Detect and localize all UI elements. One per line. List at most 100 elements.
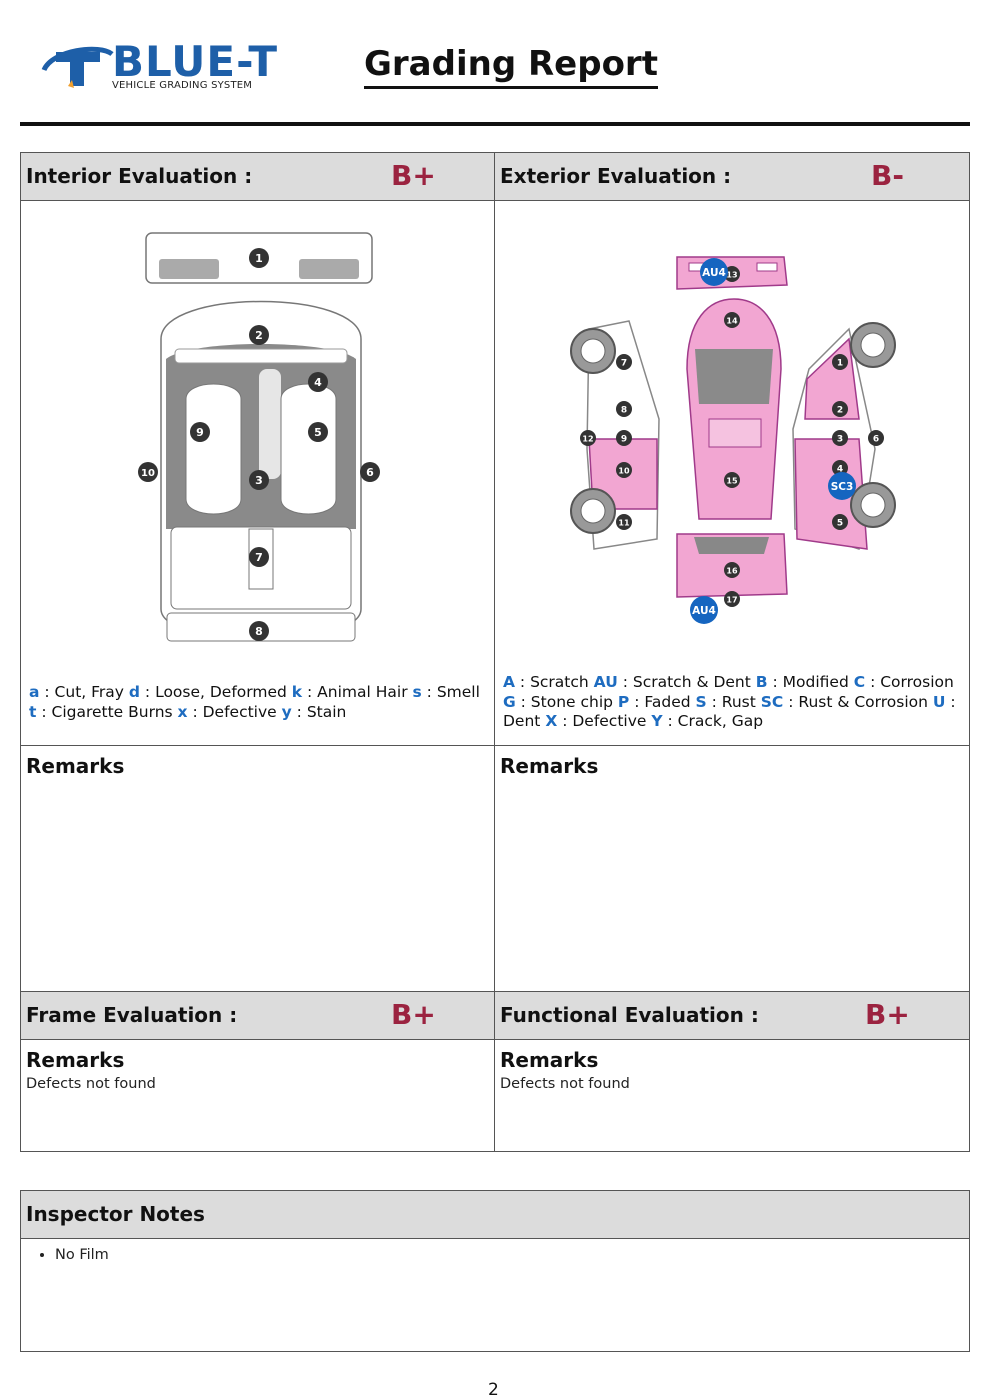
legend-code: AU xyxy=(593,673,618,691)
interior-marker-7-label: 7 xyxy=(255,551,263,564)
legend-desc: : Loose, Deformed xyxy=(140,683,292,701)
exterior-grade: B- xyxy=(871,159,904,192)
interior-marker-10-label: 10 xyxy=(141,468,155,479)
legend-code: a xyxy=(29,683,40,701)
header-divider xyxy=(20,122,970,126)
legend-desc: : Defective xyxy=(187,702,282,721)
inspector-notes-list: No Film xyxy=(21,1247,109,1263)
brand-logo xyxy=(40,40,290,96)
exterior-marker-11: 11 xyxy=(615,513,633,535)
functional-header: Functional Evaluation : B+ xyxy=(495,992,969,1040)
legend-desc: : Cut, Fray xyxy=(39,683,129,701)
legend-desc: : Scratch xyxy=(515,673,594,691)
interior-marker-5: 5 xyxy=(307,421,329,447)
interior-marker-4: 4 xyxy=(307,371,329,397)
exterior-marker-8-label: 8 xyxy=(621,406,627,416)
exterior-marker-14: 14 xyxy=(723,311,741,333)
exterior-marker-17-label: 17 xyxy=(726,596,737,605)
interior-marker-9: 9 xyxy=(189,421,211,447)
exterior-marker-16-label: 16 xyxy=(726,567,738,576)
exterior-marker-7: 7 xyxy=(615,353,633,375)
exterior-remarks-label: Remarks xyxy=(500,754,599,778)
exterior-marker-5: 5 xyxy=(831,513,849,535)
legend-code: G xyxy=(503,692,516,711)
frame-remarks-label: Remarks xyxy=(26,1048,125,1072)
frame-header: Frame Evaluation : B+ xyxy=(21,992,494,1040)
legend-desc: : Crack, Gap xyxy=(662,712,764,730)
legend-code: C xyxy=(853,673,866,691)
exterior-label: Exterior Evaluation : xyxy=(500,164,732,188)
exterior-marker-10-label: 10 xyxy=(618,467,630,476)
interior-legend: a : Cut, Fray d : Loose, Deformed k : An… xyxy=(29,683,489,722)
interior-marker-3-label: 3 xyxy=(255,474,263,487)
exterior-marker-3: 3 xyxy=(831,429,849,451)
legend-code: B xyxy=(755,673,768,691)
frame-remarks-text: Defects not found xyxy=(26,1076,156,1092)
legend-code: y xyxy=(281,702,292,721)
interior-marker-6: 6 xyxy=(359,461,381,487)
exterior-marker-11-label: 11 xyxy=(618,519,630,528)
inspector-notes-section: Inspector Notes No Film xyxy=(20,1190,970,1352)
interior-marker-8: 8 xyxy=(248,620,270,646)
legend-code: P xyxy=(617,692,630,711)
exterior-marker-2: 2 xyxy=(831,400,849,422)
functional-section: Functional Evaluation : B+ Remarks Defec… xyxy=(494,991,970,1152)
interior-remarks-box: Remarks xyxy=(20,745,495,992)
exterior-marker-13-label: 13 xyxy=(726,271,737,280)
exterior-marker-3-label: 3 xyxy=(837,435,843,445)
legend-desc: : Smell xyxy=(421,683,480,701)
page-number: 2 xyxy=(488,1380,499,1400)
exterior-marker-7-label: 7 xyxy=(621,359,627,369)
exterior-marker-17: 17 xyxy=(723,590,741,612)
logo-name: BLUE-T xyxy=(112,37,278,86)
legend-code: t xyxy=(29,702,37,721)
exterior-marker-1: 1 xyxy=(831,353,849,375)
legend-desc: : Dent xyxy=(503,692,956,731)
functional-remarks-label: Remarks xyxy=(500,1048,599,1072)
legend-desc: : Stone chip xyxy=(515,692,618,711)
interior-remarks-label: Remarks xyxy=(26,754,125,778)
damage-marker-front: AU4 xyxy=(699,257,729,291)
interior-marker-7: 7 xyxy=(248,546,270,572)
interior-label: Interior Evaluation : xyxy=(26,164,253,188)
damage-marker-right-side-label: SC3 xyxy=(831,481,854,493)
interior-marker-8-label: 8 xyxy=(255,625,263,638)
interior-header: Interior Evaluation : B+ xyxy=(21,153,494,201)
logo-t-icon xyxy=(41,46,114,88)
interior-marker-4-label: 4 xyxy=(314,376,322,389)
exterior-marker-13: 13 xyxy=(723,265,741,287)
exterior-marker-1-label: 1 xyxy=(837,359,843,369)
legend-code: k xyxy=(291,683,303,701)
exterior-remarks-box: Remarks xyxy=(494,745,970,992)
legend-desc: : Cigarette Burns xyxy=(36,702,178,721)
exterior-marker-14-label: 14 xyxy=(726,317,738,326)
exterior-legend: A : Scratch AU : Scratch & Dent B : Modi… xyxy=(503,673,965,732)
legend-code: S xyxy=(695,692,707,711)
exterior-section: Exterior Evaluation : B- 1 2 3 4 5 6 xyxy=(494,152,970,746)
inspector-notes-header: Inspector Notes xyxy=(21,1191,969,1239)
exterior-marker-4: 4 xyxy=(831,459,849,481)
legend-desc: : Modified xyxy=(767,673,854,691)
logo-subtitle: VEHICLE GRADING SYSTEM xyxy=(112,80,253,91)
legend-desc: : Stain xyxy=(291,702,347,721)
frame-grade: B+ xyxy=(391,998,436,1031)
legend-desc: : Defective xyxy=(557,712,652,730)
interior-marker-10: 10 xyxy=(137,461,159,487)
exterior-marker-10: 10 xyxy=(615,461,633,483)
legend-code: x xyxy=(177,702,188,721)
damage-marker-front-label: AU4 xyxy=(702,267,726,279)
legend-code: Y xyxy=(651,712,663,730)
damage-marker-rear: AU4 xyxy=(689,595,719,629)
frame-label: Frame Evaluation : xyxy=(26,1003,238,1027)
exterior-marker-6-label: 6 xyxy=(873,435,879,445)
functional-grade: B+ xyxy=(865,998,910,1031)
page-title: Grading Report xyxy=(364,44,658,89)
damage-marker-right-side: SC3 xyxy=(827,471,857,505)
exterior-marker-6: 6 xyxy=(867,429,885,451)
exterior-marker-5-label: 5 xyxy=(837,519,843,529)
interior-marker-6-label: 6 xyxy=(366,466,374,479)
functional-remarks-text: Defects not found xyxy=(500,1076,630,1092)
legend-code: X xyxy=(545,712,558,730)
interior-marker-1-label: 1 xyxy=(255,252,263,265)
interior-diagram xyxy=(145,232,373,642)
